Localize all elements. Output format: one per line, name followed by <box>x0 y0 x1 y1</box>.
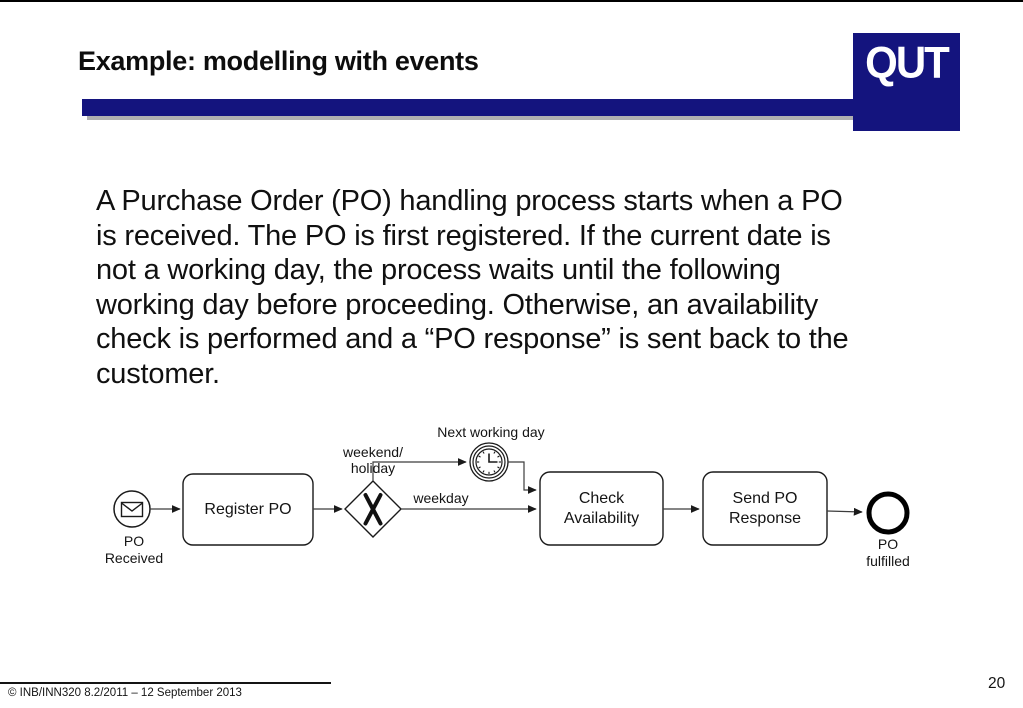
task-check-availability-label: Check Availability <box>563 489 640 527</box>
title-underline-bar <box>82 99 853 116</box>
clock-ticks <box>477 451 501 474</box>
timer-event-icon <box>469 442 509 482</box>
top-border <box>0 0 1023 2</box>
body-line: working day before proceeding. Otherwise… <box>96 288 819 321</box>
body-line: check is performed and a “PO response” i… <box>96 323 849 355</box>
body-line: A Purchase Order (PO) handling process s… <box>96 185 843 217</box>
start-event-circle <box>113 490 151 528</box>
start-event-label: PO Received <box>104 533 164 566</box>
xor-gateway <box>344 480 402 538</box>
sequence-flow <box>826 507 863 516</box>
branch-weekend-label: weekend/ holiday <box>343 444 403 476</box>
branch-weekday-label: weekday <box>413 490 469 506</box>
footer-copyright: © INB/INN320 8.2/2011 – 12 September 201… <box>8 687 242 699</box>
qut-logo-text: QUT <box>865 37 950 88</box>
envelope-icon <box>120 501 144 518</box>
clock-hands <box>488 453 498 463</box>
page-number: 20 <box>988 675 1006 692</box>
qut-logo: QUT <box>853 33 960 131</box>
task-send-po-response-label: Send PO Response <box>728 489 802 527</box>
body-line: not a working day, the process waits unt… <box>96 254 781 286</box>
xor-x-icon <box>363 493 383 526</box>
timer-event-label: Next working day <box>437 424 545 440</box>
sequence-flow-weekend <box>372 458 467 481</box>
body-line: is received. The PO is first registered.… <box>96 219 831 252</box>
end-event-circle <box>866 491 910 535</box>
end-event-label: PO fulfilled <box>866 536 910 569</box>
task-register-po-label: Register PO <box>204 500 292 518</box>
task-send-po-response-shape <box>702 471 828 546</box>
footer-divider-line <box>0 682 331 684</box>
sequence-flow-from-timer <box>508 461 537 494</box>
page-title: Example: modelling with events <box>78 46 479 76</box>
body-paragraph: A Purchase Order (PO) handling process s… <box>96 184 956 391</box>
body-line: customer. <box>96 357 220 390</box>
